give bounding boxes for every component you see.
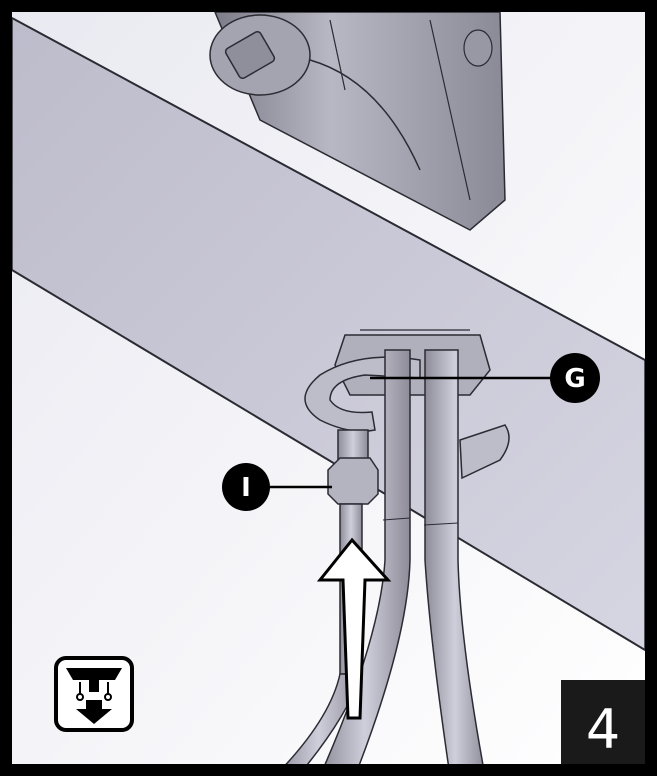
mounting-assembly — [273, 329, 510, 776]
callout-i-label: I — [241, 473, 251, 503]
callout-i: I — [222, 463, 332, 511]
step-number: 4 — [586, 698, 620, 761]
callout-g-label: G — [564, 364, 585, 394]
callout-g: G — [370, 353, 600, 403]
under-sink-install-icon — [54, 656, 134, 732]
step-number-box: 4 — [561, 680, 645, 764]
faucet-body — [209, 11, 506, 231]
up-arrow-icon — [316, 537, 392, 720]
